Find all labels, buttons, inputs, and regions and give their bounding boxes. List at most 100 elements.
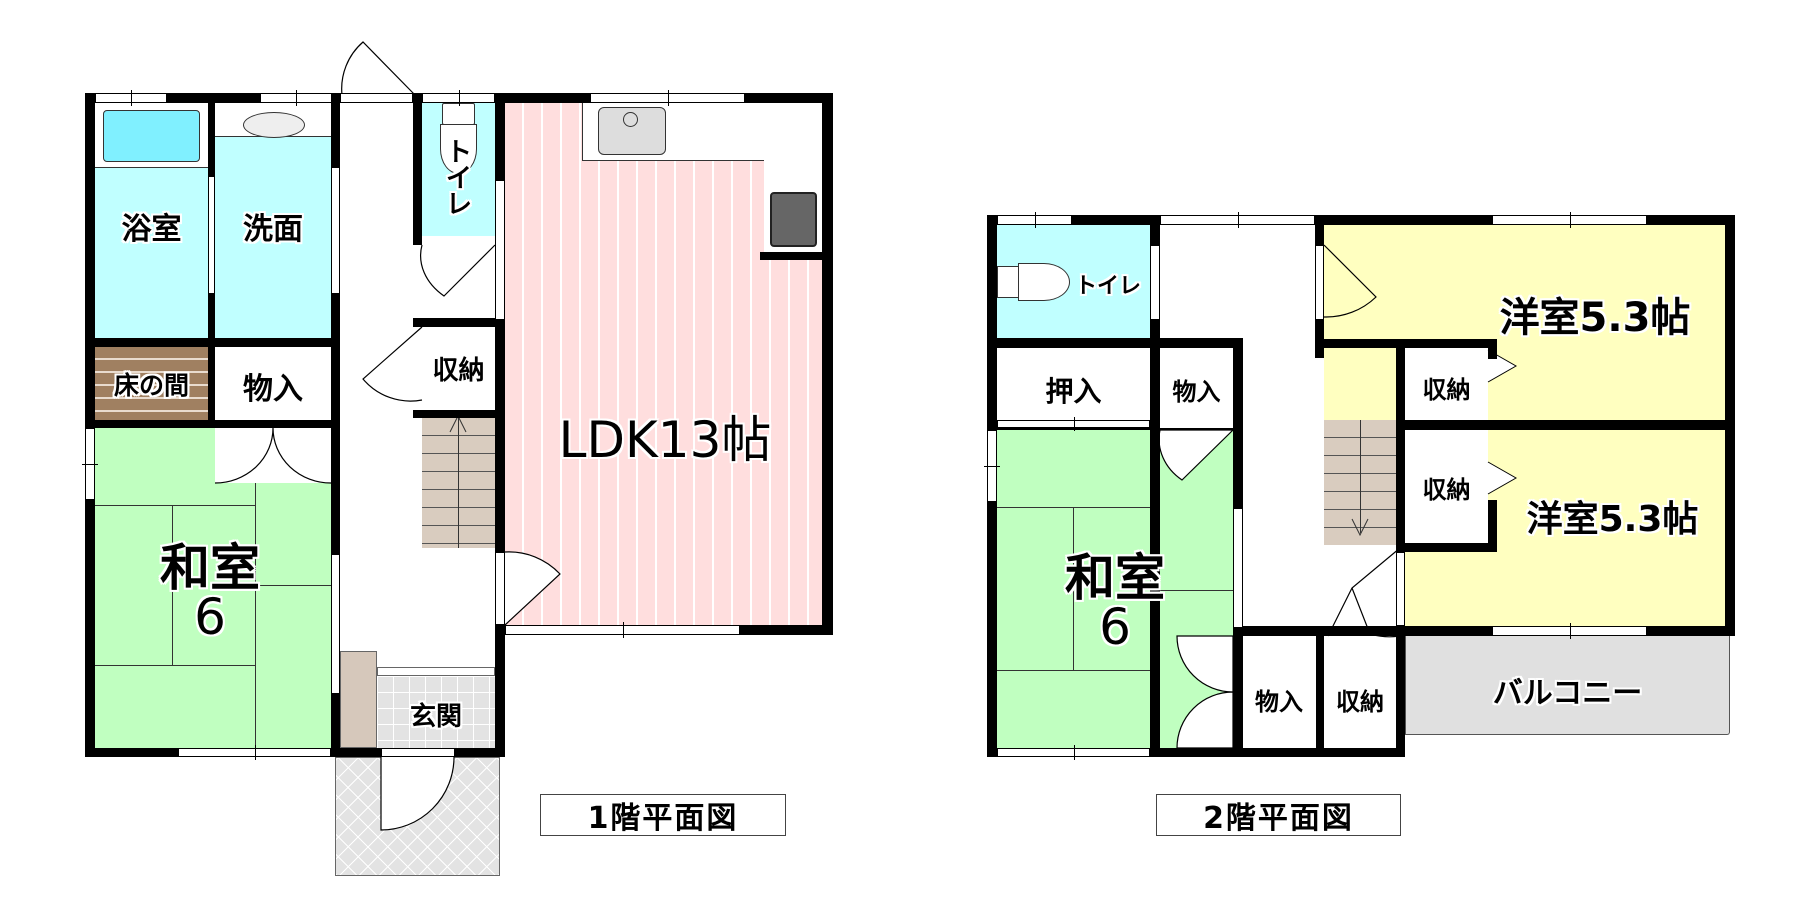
kitchen-sink-icon[interactable] (598, 107, 666, 155)
toilet-label: トイレ (445, 138, 472, 220)
window (590, 90, 745, 106)
toilet-bowl-icon (1018, 263, 1070, 301)
stair-center-line (1360, 383, 1361, 533)
sliding-door (1233, 508, 1243, 628)
wall (987, 748, 1405, 757)
wall (85, 420, 340, 428)
balcony (1405, 636, 1730, 735)
toilet-tank-icon (442, 103, 475, 125)
window (260, 90, 332, 106)
wall (822, 93, 833, 635)
floor2-title: 2階平面図 (1156, 794, 1401, 836)
oshiire-room (997, 348, 1150, 428)
wall (1405, 420, 1735, 430)
entrance-room (377, 676, 495, 748)
tatami-mat (997, 507, 1157, 508)
bedroom1-room (1324, 225, 1725, 420)
closet1-room (1405, 348, 1488, 420)
wall (85, 338, 340, 347)
door-opening (340, 93, 413, 103)
window (997, 212, 1072, 228)
closet-label-bottom: 収納 (1336, 688, 1384, 716)
sliding-door (495, 180, 505, 320)
oshiire-label: 押入 (1045, 375, 1102, 408)
tatami-mat (1073, 507, 1074, 670)
kitchen-wall-stub (760, 252, 822, 260)
washroom-label: 洗面 (243, 212, 303, 247)
sliding-door (997, 417, 1150, 431)
sink-basin-icon (243, 112, 305, 138)
sliding-door (331, 554, 340, 694)
front-door-icon[interactable] (380, 756, 455, 832)
closet-room-bottom (1324, 636, 1396, 748)
hallway-lower (340, 548, 495, 651)
tatami-mat (95, 665, 255, 666)
stove-icon[interactable] (770, 192, 817, 247)
toilet-door-icon[interactable] (420, 244, 496, 300)
entrance-label: 玄関 (409, 702, 462, 732)
storage-label-bottom: 物入 (1255, 688, 1303, 716)
wall (1150, 215, 1160, 756)
wall (413, 410, 505, 418)
closet-door-icon[interactable] (360, 326, 423, 410)
toilet-label: トイレ (1074, 274, 1141, 299)
closet-room (422, 327, 495, 410)
wall (987, 338, 1243, 348)
double-door-icon[interactable] (214, 427, 332, 484)
closet2-label: 収納 (1422, 476, 1471, 504)
storage-label: 物入 (243, 372, 303, 407)
toilet-bowl-icon (440, 124, 477, 174)
door-opening (1315, 245, 1324, 320)
closet-door-icon[interactable] (1158, 429, 1235, 482)
wall (987, 215, 1160, 225)
ldk-door-icon[interactable] (504, 551, 561, 627)
balcony-label: バルコニー (1492, 676, 1643, 711)
window (178, 745, 331, 760)
tokonoma-label: 床の間 (113, 371, 189, 400)
door-opening (495, 552, 505, 625)
tatami-mat (255, 585, 331, 586)
bedroom2-label: 洋室5.3帖 (1526, 499, 1699, 540)
wall (987, 428, 1243, 430)
wall (1233, 626, 1735, 636)
closet1-label: 収納 (1422, 376, 1471, 404)
wall (1396, 543, 1497, 552)
bathtub-icon (103, 110, 200, 162)
closet-label: 収納 (432, 356, 485, 386)
shoe-cabinet (340, 651, 377, 748)
door-opening (381, 748, 455, 757)
arrow-down-icon (1351, 518, 1369, 537)
storage-room-bottom (1242, 636, 1316, 748)
tokonoma-room (95, 347, 208, 420)
storage-label: 物入 (1172, 378, 1221, 406)
floor1-title: 1階平面図 (540, 794, 786, 836)
double-door-icon[interactable] (1175, 635, 1235, 749)
hall-door-icon[interactable] (1327, 547, 1403, 638)
door-opening (1150, 245, 1160, 320)
window (997, 745, 1150, 760)
bedroom1-label: 洋室5.3帖 (1499, 295, 1691, 341)
closet2-room (1405, 430, 1488, 543)
tatami-mat (172, 505, 173, 665)
entrance-step (377, 667, 495, 676)
window (984, 430, 1000, 502)
tatami-mat (1156, 590, 1233, 591)
closet2-door-icon[interactable] (1487, 460, 1520, 500)
sliding-door (331, 167, 340, 294)
sink-drain-icon (623, 112, 638, 127)
tatami-mat (95, 505, 255, 506)
wall (413, 318, 505, 327)
window (1492, 212, 1647, 228)
washitsu-label: 和室 (1065, 549, 1165, 607)
tatami-mat (255, 428, 256, 748)
window (1160, 212, 1315, 228)
wall (413, 93, 422, 245)
back-door-icon[interactable] (340, 40, 416, 96)
wall (331, 93, 340, 757)
bedroom1-door-icon[interactable] (1323, 244, 1379, 320)
window (422, 90, 495, 106)
washitsu-room (997, 430, 1233, 748)
window (505, 622, 740, 638)
sliding-door (208, 176, 215, 294)
washitsu-label: 和室 (160, 539, 260, 597)
